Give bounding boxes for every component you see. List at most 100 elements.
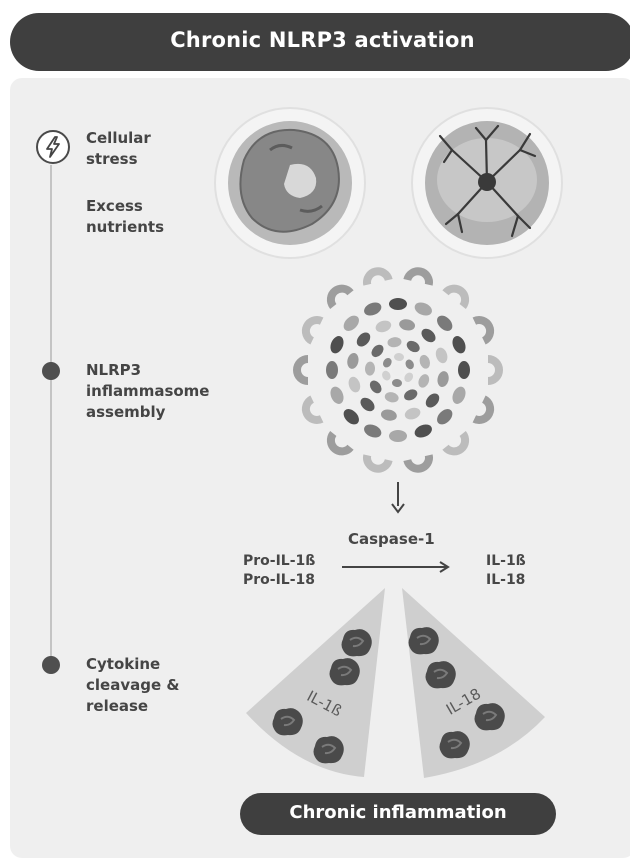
inflammasome-subunit bbox=[375, 320, 392, 333]
cytokine-protein-icon bbox=[439, 731, 470, 759]
inflammasome-core bbox=[392, 364, 404, 376]
title-banner: Chronic NLRP3 activation bbox=[10, 13, 630, 71]
outcome-label: Chronic inflammation bbox=[289, 802, 507, 823]
caspase-label: Caspase-1 bbox=[348, 530, 435, 548]
cytokine-protein-icon bbox=[408, 627, 439, 655]
inflammasome-subunit bbox=[364, 302, 382, 316]
inflammasome-subunit bbox=[406, 340, 420, 353]
product-labels: IL-1ß IL-18 bbox=[486, 552, 526, 590]
inflammasome-outer-unit bbox=[301, 395, 324, 424]
step-release-line1: Cytokine bbox=[86, 655, 161, 673]
inflammasome-subunit bbox=[382, 357, 392, 368]
inflammasome-subunit bbox=[437, 409, 453, 425]
timeline-dot-assembly bbox=[42, 362, 60, 380]
substrate-il1b: Pro-IL-1ß bbox=[243, 553, 316, 569]
cytokine-protein-icon bbox=[341, 629, 372, 657]
inflammasome-subunit bbox=[399, 319, 416, 331]
inflammasome-subunit bbox=[360, 397, 375, 412]
step-inflammasome-assembly: NLRP3 inflammasome assembly bbox=[86, 360, 209, 423]
step-cellular-stress-line2: stress bbox=[86, 150, 138, 168]
cytokine-protein-icon bbox=[313, 736, 344, 764]
inflammasome-subunit bbox=[404, 407, 421, 420]
inflammasome-subunit bbox=[387, 337, 402, 348]
inflammasome-outer-unit bbox=[293, 355, 309, 385]
inflammasome-outer-unit bbox=[301, 316, 324, 345]
substrate-labels: Pro-IL-1ß Pro-IL-18 bbox=[243, 552, 315, 590]
inflammasome-subunit bbox=[452, 336, 466, 354]
inflammasome-icon bbox=[293, 267, 503, 473]
inflammasome-subunit bbox=[392, 378, 402, 388]
liver-icon bbox=[214, 107, 366, 259]
inflammasome-outer-unit bbox=[363, 267, 393, 286]
page-title: Chronic NLRP3 activation bbox=[170, 28, 475, 52]
lightning-icon bbox=[36, 130, 70, 164]
cytokine-protein-icon bbox=[425, 661, 456, 689]
timeline-dot-release bbox=[42, 656, 60, 674]
inflammasome-subunit bbox=[394, 352, 404, 362]
substrate-il18: Pro-IL-18 bbox=[243, 572, 316, 588]
inflammasome-subunit bbox=[382, 370, 391, 381]
inflammasome-subunit bbox=[418, 374, 430, 388]
inflammasome-outer-unit bbox=[363, 454, 393, 473]
inflammasome-outer-unit bbox=[442, 284, 470, 309]
brain-neuron-icon bbox=[411, 107, 563, 259]
inflammasome-subunit bbox=[343, 409, 359, 425]
inflammasome-subunit bbox=[405, 359, 414, 370]
inflammasome-subunit bbox=[421, 328, 436, 343]
inflammasome-subunit bbox=[437, 371, 449, 388]
inflammasome-subunit bbox=[414, 424, 432, 438]
inflammasome-outer-unit bbox=[326, 284, 354, 309]
inflammasome-subunit bbox=[343, 315, 359, 331]
inflammasome-subunit bbox=[419, 354, 431, 369]
step-assembly-line3: assembly bbox=[86, 403, 166, 421]
inflammasome-subunit bbox=[414, 302, 432, 316]
inflammasome-subunit bbox=[384, 392, 399, 403]
step-cellular-stress-line1: Cellular bbox=[86, 129, 151, 147]
cone-il18 bbox=[402, 588, 545, 778]
inflammasome-subunit bbox=[380, 409, 397, 421]
inflammasome-subunit bbox=[389, 298, 407, 310]
outcome-pill: Chronic inflammation bbox=[240, 793, 556, 835]
inflammasome-outer-unit bbox=[442, 431, 470, 456]
inflammasome-subunit bbox=[347, 352, 359, 369]
inflammasome-outer-unit bbox=[403, 454, 433, 473]
inflammasome-subunit bbox=[348, 376, 361, 393]
inflammasome-subunit bbox=[330, 336, 344, 354]
step-cellular-stress: Cellular stress bbox=[86, 128, 151, 170]
product-il1b: IL-1ß bbox=[486, 553, 526, 569]
caspase-arrow-down bbox=[391, 482, 405, 514]
cytokine-protein-icon bbox=[272, 708, 303, 736]
inflammasome-subunit bbox=[364, 424, 382, 438]
inflammasome-subunit bbox=[369, 380, 382, 394]
inflammasome-outer-unit bbox=[472, 395, 495, 424]
inflammasome-subunit bbox=[404, 389, 418, 401]
inflammasome-subunit bbox=[326, 361, 338, 379]
inflammasome-subunit bbox=[356, 332, 371, 347]
inflammasome-outer-unit bbox=[326, 431, 354, 456]
inflammasome-outer-unit bbox=[487, 355, 503, 385]
step-assembly-line2: inflammasome bbox=[86, 382, 210, 400]
step-excess-nutrients-line1: Excess bbox=[86, 197, 143, 215]
conversion-arrow bbox=[342, 561, 450, 573]
inflammasome-subunit bbox=[425, 393, 440, 408]
cytokine-blobs bbox=[272, 627, 505, 764]
inflammasome-subunit bbox=[371, 344, 384, 358]
inflammasome-subunit bbox=[458, 361, 470, 379]
step-release-line3: release bbox=[86, 697, 149, 715]
cytokine-protein-icon bbox=[329, 658, 360, 686]
inflammasome-subunit bbox=[404, 372, 414, 383]
inflammasome-outer-unit bbox=[403, 267, 433, 286]
product-il18: IL-18 bbox=[486, 572, 526, 588]
step-excess-nutrients: Excess nutrients bbox=[86, 196, 164, 238]
inflammasome-subunit bbox=[330, 386, 344, 404]
timeline-line bbox=[50, 165, 52, 665]
step-assembly-line1: NLRP3 bbox=[86, 361, 142, 379]
inflammasome-subunit bbox=[435, 347, 448, 364]
step-excess-nutrients-line2: nutrients bbox=[86, 218, 165, 236]
step-release-line2: cleavage & bbox=[86, 676, 180, 694]
inflammasome-subunit bbox=[437, 315, 453, 331]
step-cytokine-release: Cytokine cleavage & release bbox=[86, 654, 179, 717]
inflammasome-subunit bbox=[452, 386, 466, 404]
inflammasome-subunit bbox=[364, 361, 376, 376]
